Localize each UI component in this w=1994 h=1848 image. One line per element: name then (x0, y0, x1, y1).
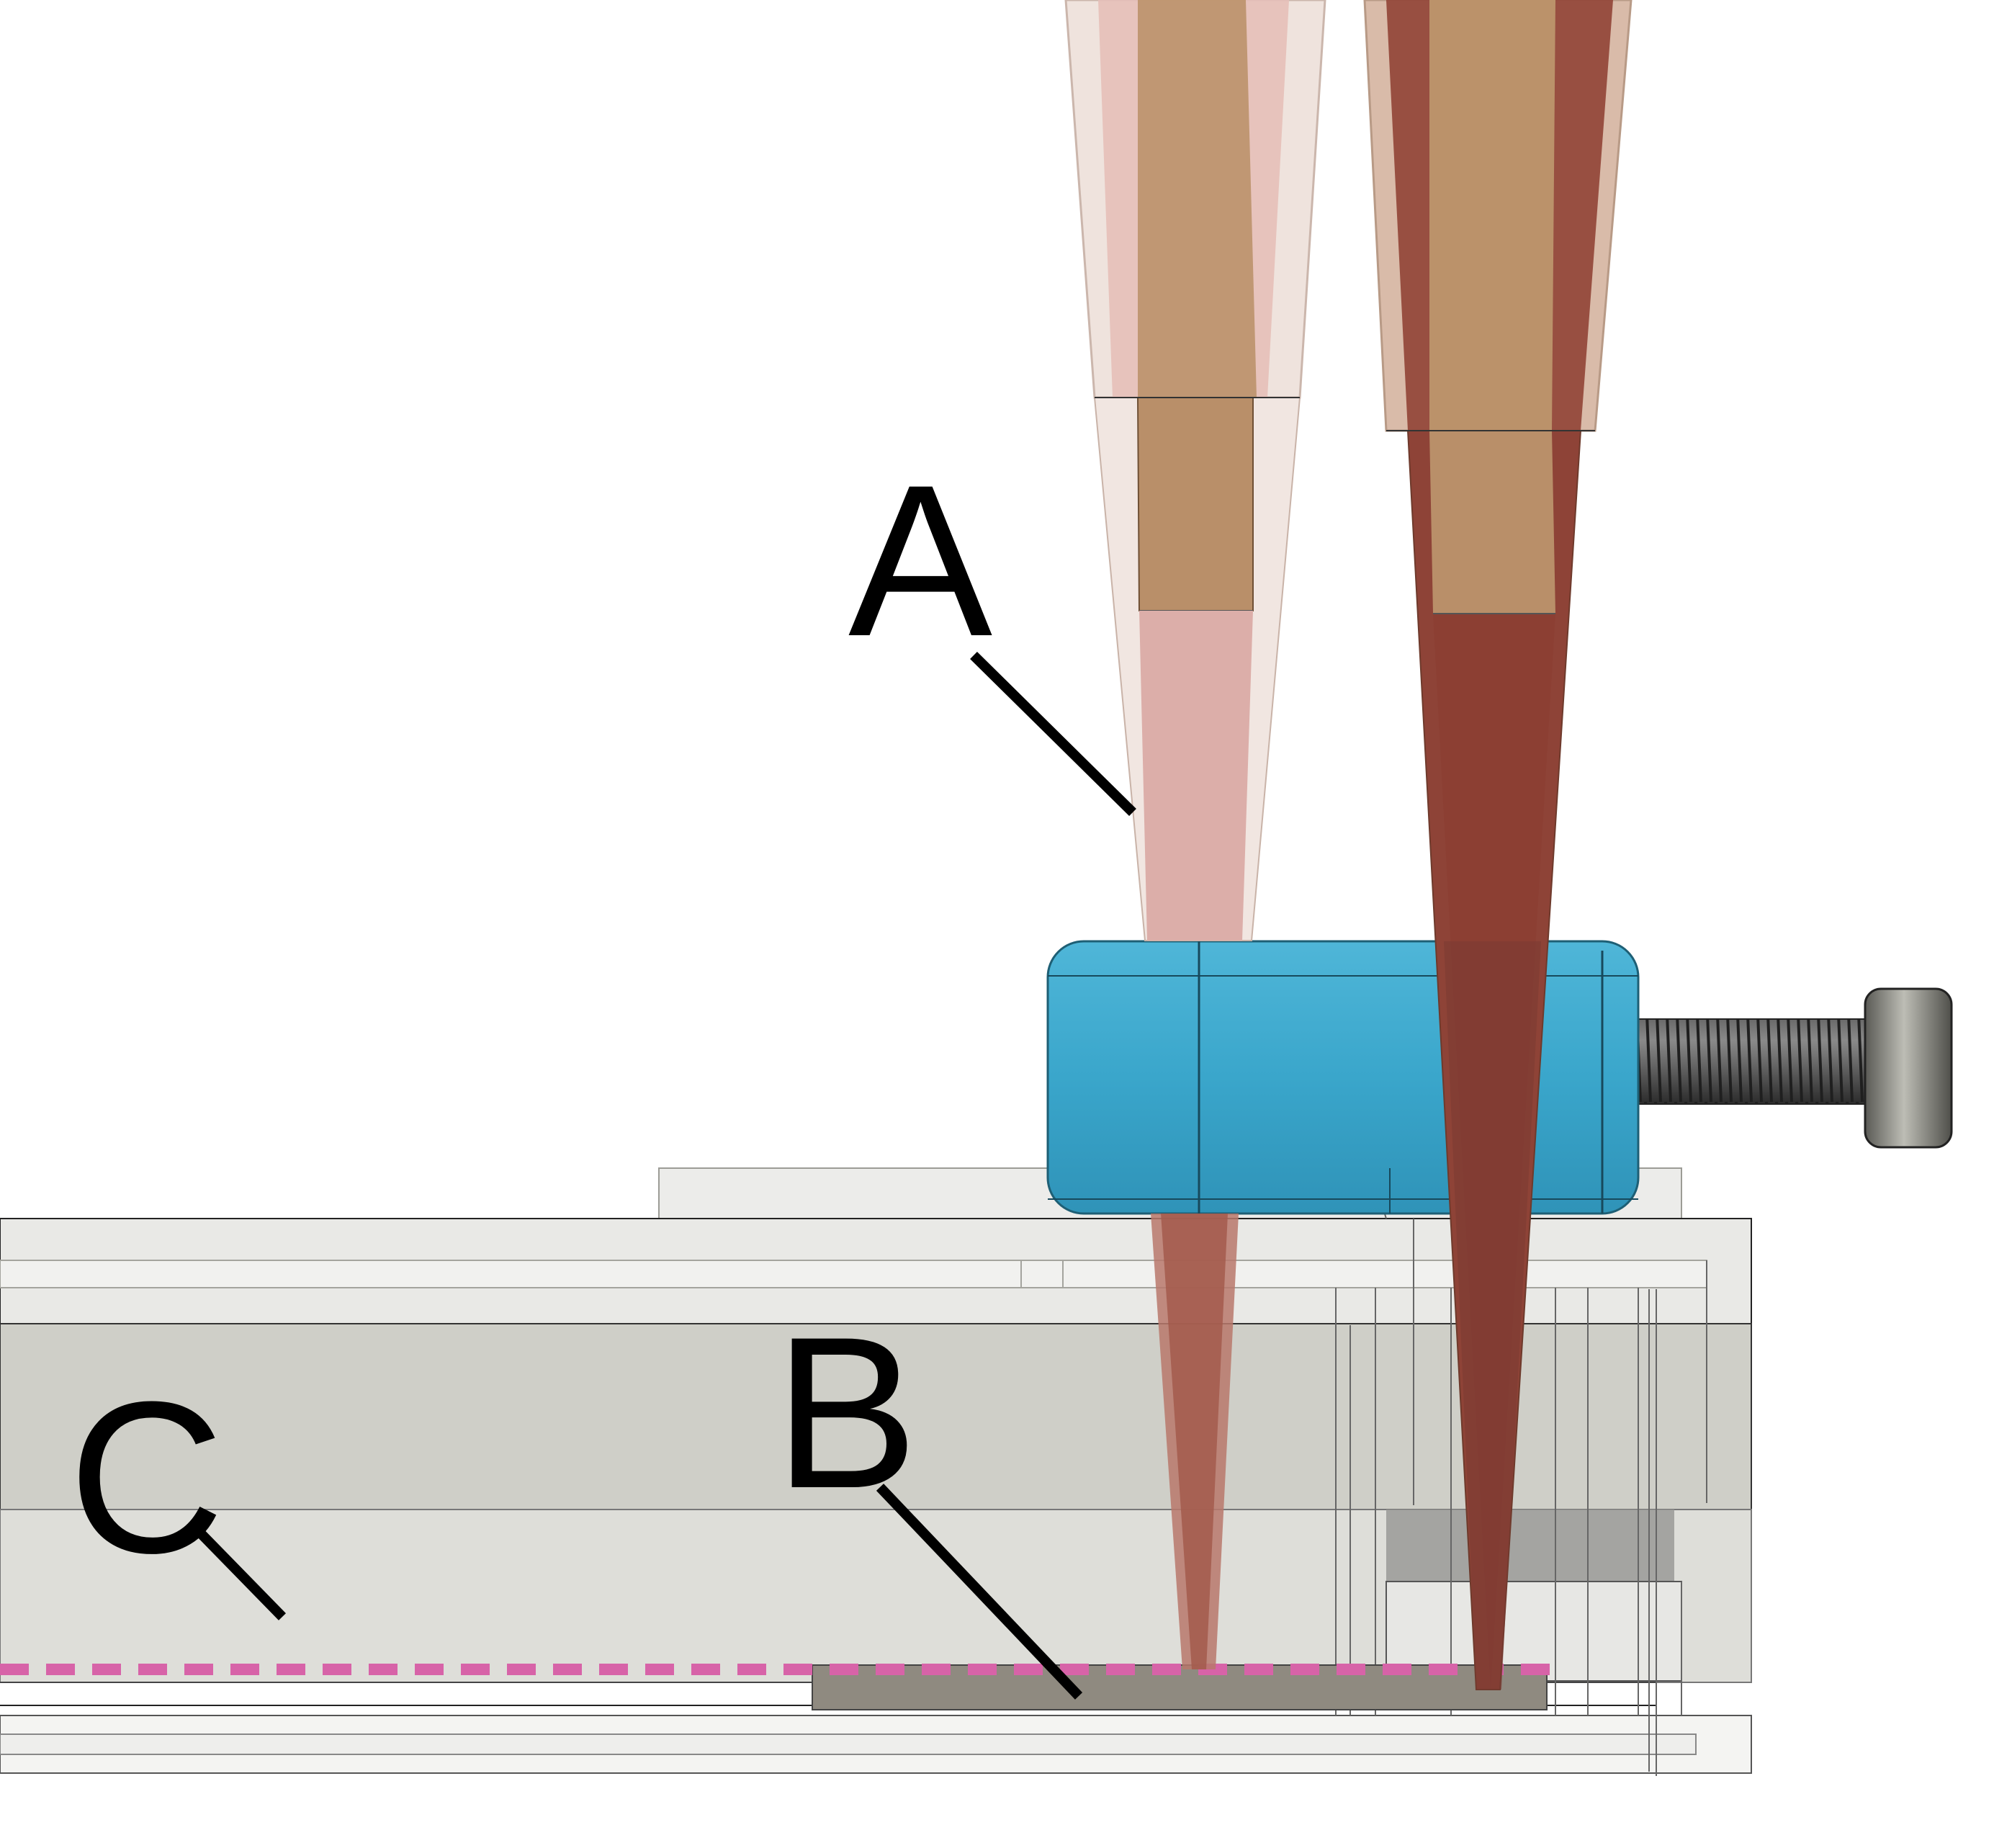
callout-leaders (187, 652, 1136, 1700)
right-glass-micropipette (1363, 0, 1633, 1690)
chamber-rail (0, 1260, 1707, 1288)
screw-head (1864, 987, 1953, 1149)
leader-line-b (876, 1484, 1083, 1700)
callout-label-a: A (848, 439, 994, 681)
chamber-right-shadow (1386, 1510, 1674, 1582)
pipette-holder-block (1046, 940, 1640, 1215)
cap-screw (1634, 987, 1953, 1149)
screw-thread (1634, 1018, 1866, 1105)
callout-label-c: C (68, 1356, 225, 1598)
leader-line-c (187, 1520, 287, 1620)
chamber-base-plate-inner (0, 1733, 1697, 1755)
left-glass-micropipette (1064, 0, 1326, 1669)
chamber-construction-lines (1335, 1195, 1707, 1776)
callout-label-b: B (774, 1291, 918, 1533)
recording-chamber (0, 1167, 1752, 1776)
chamber-rail-inner (1020, 1260, 1064, 1288)
leader-line-a (970, 652, 1136, 816)
